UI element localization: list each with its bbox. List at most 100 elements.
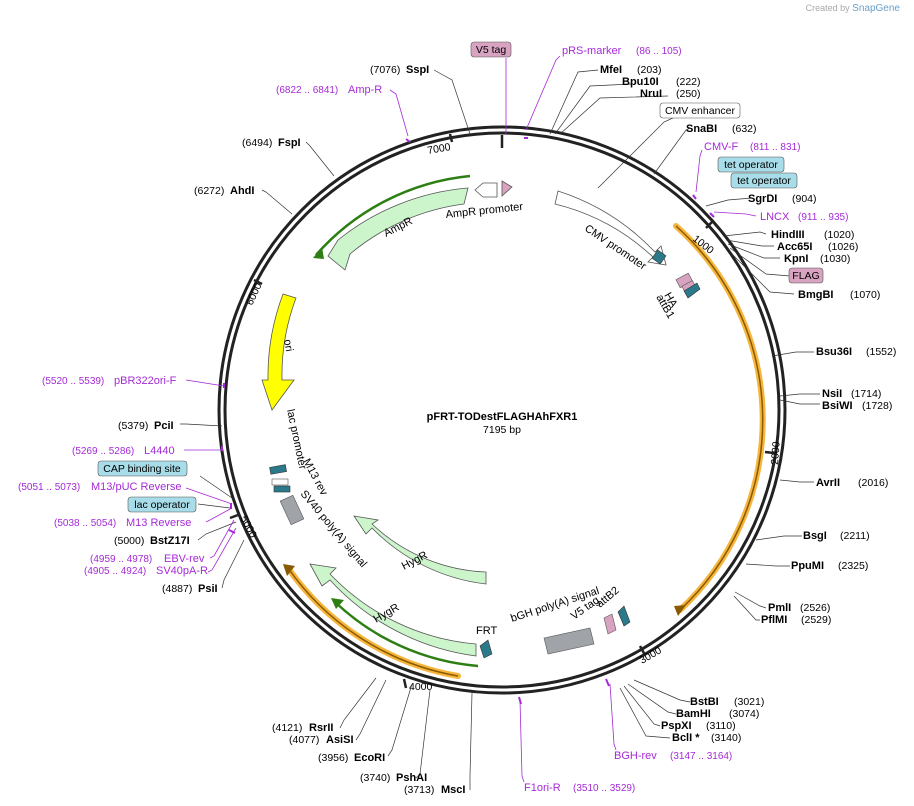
lac-operator-box [127,496,197,513]
site-pos-avrii: (2016) [858,477,888,489]
hygr-feature-arrow-1 [353,515,487,585]
leader-sgrdi [705,197,753,207]
tick-label-4000: 4000 [409,681,433,693]
site-name-acc65i: Acc65I [777,241,812,253]
site-name-sspi: SspI [406,64,429,76]
plasmid-size: 7195 bp [483,424,521,436]
leader-cmvf [695,149,703,193]
site-name-bstz17i: BstZ17I [150,535,190,547]
site-name-msci: MscI [441,784,465,796]
site-name-pshai: PshAI [396,772,427,784]
restriction-site-labels: (7076) SspI MfeI (203) Bpu10I (222) NruI… [114,64,896,796]
backbone-outer-strand [217,125,787,695]
primer-range-bgh-rev: (3147 .. 3164) [670,751,732,762]
primer-name-lncx: LNCX [760,211,790,223]
backbone-inner-strand [223,131,781,689]
bgh-polya-marker [543,627,595,655]
ampr-green-line [315,174,471,256]
site-name-asisi: AsiSI [326,734,354,746]
leader-bsu36i [771,351,814,357]
leader-ampr-primer [389,89,409,137]
site-name-bpu10i: Bpu10I [622,76,659,88]
primer-leader-lines [184,55,757,783]
site-pos-ppumi: (2325) [838,560,868,572]
site-pos-drui: (250) [676,88,701,100]
site-pos-hindiii: (1020) [824,229,854,241]
site-pos-acc65i: (1026) [828,241,858,253]
site-pos-rsrii: (4121) [272,722,302,734]
cmv-enhancer-box [659,102,741,119]
leader-pshai [415,689,431,779]
primer-name-ebv-rev: EBV-rev [164,553,205,565]
v5-tag-marker-2 [603,613,617,635]
tet-operator-box-2 [730,172,798,189]
site-name-pcii: PciI [154,420,174,432]
leader-msci [469,692,473,790]
attb2-label: attB2 [594,585,621,611]
ori-label: ori [281,338,295,352]
site-name-bsgi: BsgI [803,530,827,542]
primer-range-prs-marker: (86 .. 105) [636,46,682,57]
tick-4000 [402,678,408,689]
sv40-polya-marker [279,494,305,526]
site-pos-bmgbi: (1070) [850,289,880,301]
cap-binding-site-marker [269,464,287,475]
primer-mark-lncx [709,212,715,218]
hygr-feature-arrow-2 [309,563,477,657]
site-pos-bsgi: (2211) [840,530,870,542]
leader-ecori [387,683,413,757]
tick-3000 [638,645,647,656]
leader-pcii [180,423,223,427]
site-pos-sgrdi: (904) [792,193,817,205]
tick-5000 [229,513,239,520]
site-pos-kpni: (1030) [820,253,850,265]
tick-1000 [705,221,713,229]
site-pos-bamhi: (3074) [729,708,759,720]
frt-label: FRT [476,625,497,637]
site-name-sgrdi: SgrDI [748,193,777,205]
orf-arrowhead-bottom [283,564,295,576]
plasmid-name: pFRT-TODestFLAGHAhFXR1 [427,411,578,423]
leader-bpu10i [554,83,633,135]
hygr-green-line [333,600,479,668]
leader-sv40par [207,527,237,573]
site-pos-sspi: (7076) [370,64,400,76]
flag-box [788,267,824,284]
tick-6000 [253,278,263,286]
site-name-fspi: FspI [278,137,301,149]
leader-sspi [433,69,471,135]
primer-range-sv40pa-r: (4905 .. 4924) [84,566,146,577]
primer-name-l4440: L4440 [144,445,175,457]
v5-tag-marker [501,180,513,197]
leader-kpni [727,243,780,259]
leader-f1orir [519,699,525,783]
site-pos-mfei: (203) [637,64,662,76]
v5-tag-box-label: V5 tag [476,44,507,56]
leader-m13-reverse [205,507,233,523]
leader-avrii [779,479,814,483]
leader-pspxi [623,685,661,727]
primer-name-sv40pa-r: SV40pA-R [156,565,208,577]
cap-binding-site-box-label: CAP binding site [103,463,181,475]
leader-snabi [653,127,691,175]
primer-name-cmv-f: CMV-F [704,141,739,153]
primer-mark-ampr [405,138,411,143]
site-name-nsii: NsiI [822,388,842,400]
snapgene-logo-text: SnapGene [852,3,900,14]
primer-name-m13-reverse: M13 Reverse [126,517,191,529]
leader-pflmi [733,595,760,621]
tick-label-2000: 2000 [769,441,783,465]
leader-pbr322 [185,379,225,387]
site-name-ecori: EcoRI [354,752,385,764]
leader-bstbi [633,679,691,703]
hygr-green-arrowhead [331,598,344,609]
site-pos-pspxi: (3110) [706,720,736,732]
attb2-marker [617,605,631,627]
primer-range-amp-r: (6822 .. 6841) [276,85,338,96]
site-pos-asisi: (4077) [289,734,319,746]
cmv-promoter-label: CMV promoter [582,223,648,273]
site-pos-bstz17i: (5000) [114,535,144,547]
leader-bghrev [609,683,617,751]
orf-highlight-line-right [675,225,764,611]
sv40-polya-label: SV40 poly(A) signal [298,488,369,570]
